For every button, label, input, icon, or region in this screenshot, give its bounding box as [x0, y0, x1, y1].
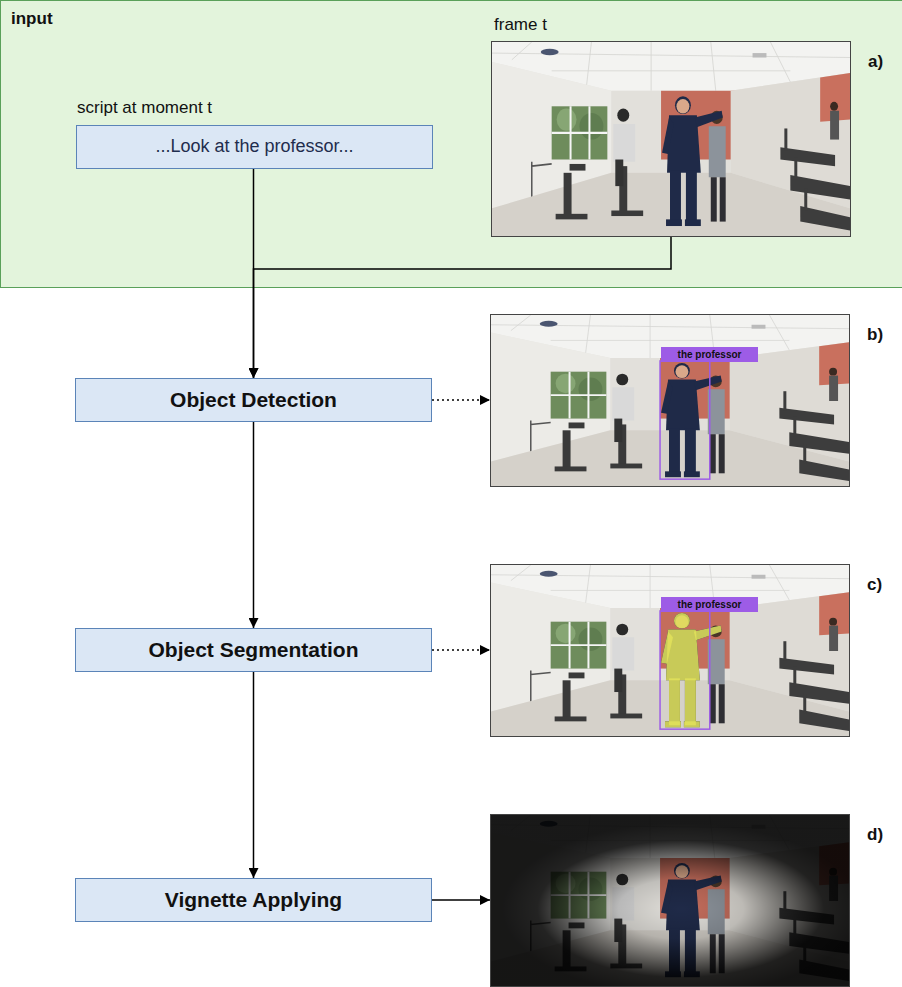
flow-arrow: [253, 422, 255, 628]
bounding-box: [660, 361, 710, 479]
dotted-arrow: [432, 649, 490, 651]
process-label: Object Segmentation: [148, 637, 358, 662]
bounding-box: [660, 611, 710, 729]
panel-letter: c): [867, 575, 882, 595]
gym-scene: [491, 565, 849, 736]
frame-image: frame ta): [491, 41, 851, 237]
panel-letter: b): [867, 325, 883, 345]
connector-group: [254, 169, 672, 900]
vignette-overlay: [491, 815, 849, 986]
scene-illustration: [492, 42, 850, 236]
panel-heading: frame t: [494, 15, 547, 35]
panel-letter: d): [867, 825, 883, 845]
process-label: Object Detection: [170, 387, 337, 412]
gym-scene: [491, 315, 849, 486]
scene-illustration: [491, 815, 849, 986]
scene-illustration: [491, 315, 849, 486]
region-title: input: [11, 9, 53, 29]
script-box: script at moment t...Look at the profess…: [76, 125, 433, 169]
scene-illustration: [491, 565, 849, 736]
process-box: Object Detection: [75, 378, 432, 422]
input-region: inputscript at moment t...Look at the pr…: [0, 0, 902, 288]
process-box: Vignette Applying: [75, 878, 432, 922]
flow-arrow: [253, 672, 255, 878]
flow-arrow: [254, 237, 672, 378]
result-image: the professorc): [490, 564, 850, 737]
detection-tag: the professor: [661, 347, 758, 362]
gym-scene: [492, 42, 850, 236]
box-heading: script at moment t: [77, 98, 212, 118]
segmentation-mask: [661, 613, 722, 727]
detection-tag: the professor: [661, 597, 758, 612]
result-image: the professorb): [490, 314, 850, 487]
flow-arrow: [432, 899, 490, 901]
flow-arrow: [253, 169, 255, 378]
process-label: Vignette Applying: [165, 887, 342, 912]
panel-letter: a): [868, 52, 883, 72]
dotted-arrow: [432, 399, 490, 401]
process-box: Object Segmentation: [75, 628, 432, 672]
gym-scene: [491, 815, 849, 986]
script-text: ...Look at the professor...: [155, 136, 353, 158]
result-image: d): [490, 814, 850, 987]
